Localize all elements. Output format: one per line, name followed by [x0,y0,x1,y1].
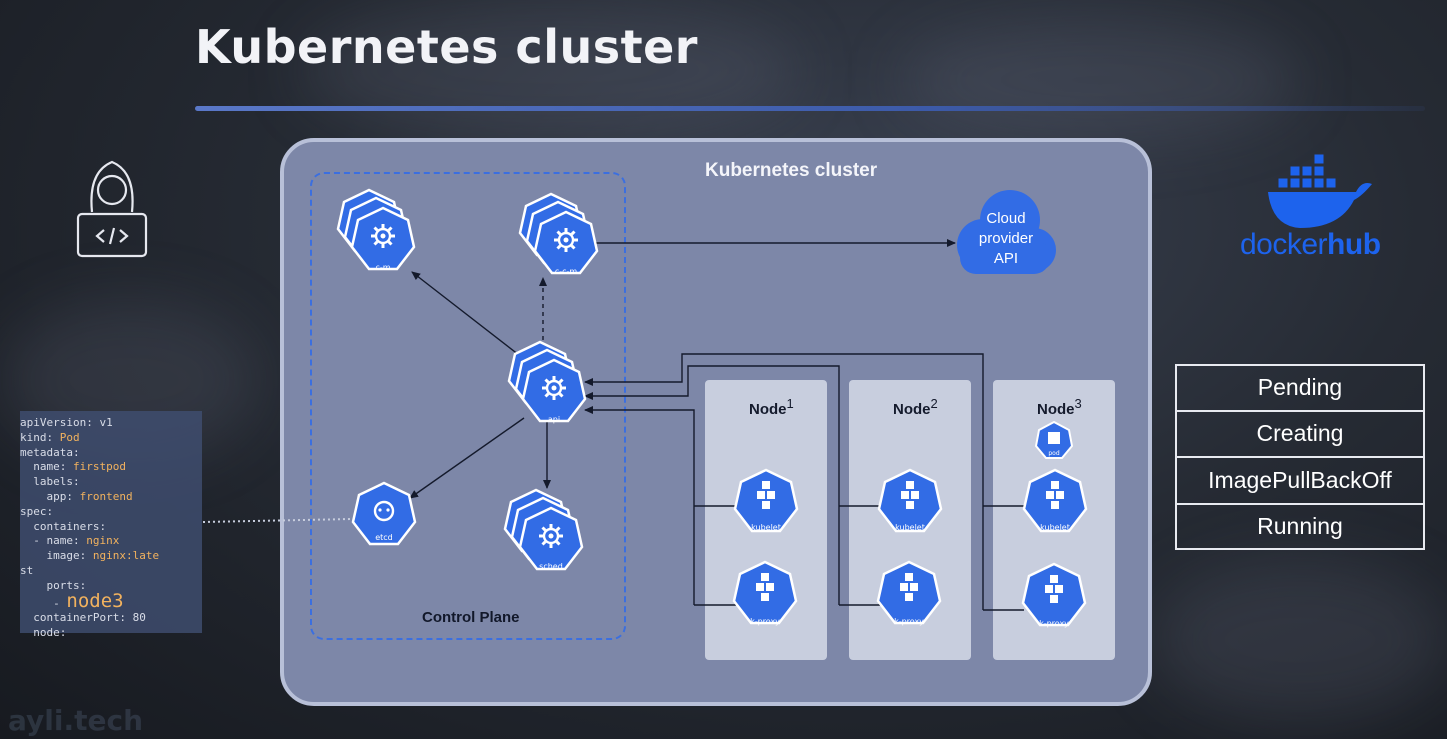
kproxy-icon-node1: k-proxy [732,560,798,626]
title-divider [195,106,1425,111]
yaml-panel [20,411,202,633]
cloud-provider-label: Cloud provider API [978,210,1034,267]
watermark: ayli.tech [8,704,144,737]
svg-text:etcd: etcd [375,533,393,542]
svg-text:c-m: c-m [375,263,390,272]
control-plane-box [310,172,626,640]
status-item-creating: Creating [1175,410,1425,457]
svg-text:sched: sched [539,562,563,571]
docker-whale-icon [1268,153,1372,228]
cluster-title: Kubernetes cluster [705,160,878,181]
svg-text:api: api [548,415,560,424]
status-item-running: Running [1175,503,1425,550]
kubelet-icon-node3: kubelet [1022,468,1088,533]
node-label-1: Node1 [749,396,794,418]
etcd-icon: etcd [351,481,417,546]
svg-text:c-c-m: c-c-m [555,267,578,276]
dockerhub-logo-text: dockerhub [1240,228,1381,261]
arrow-api-to-cm [411,271,529,363]
connector-node1-to-api [584,406,695,605]
control-plane-label: Control Plane [422,609,520,626]
status-item-pending: Pending [1175,364,1425,411]
background-cloud [300,0,800,140]
status-item-imagepullbackoff: ImagePullBackOff [1175,457,1425,504]
svg-text:k-proxy: k-proxy [894,617,924,626]
node-label-3: Node3 [1037,396,1082,418]
kproxy-icon-node2: k-proxy [876,560,942,626]
background-cloud [1150,560,1447,720]
api-server-icon: api [507,340,587,424]
background-cloud [900,20,1300,140]
svg-text:k-proxy: k-proxy [750,617,780,626]
yaml-to-etcd-connector [202,518,353,523]
cloud-provider-icon [957,190,1056,274]
pod-status-list: Pending Creating ImagePullBackOff Runnin… [1175,364,1425,550]
kproxy-icon-node3: k-proxy [1021,562,1087,628]
connector-node2-to-api [584,365,840,605]
pod-yaml-code: apiVersion: v1 kind: Pod metadata: name:… [20,416,160,640]
svg-text:k-proxy: k-proxy [1039,619,1069,628]
arrow-api-to-etcd [409,417,525,499]
connector-node3-to-api [584,353,984,610]
node-label-2: Node2 [893,396,938,418]
kubelet-icon-node1: kubelet [733,468,799,533]
cloud-controller-manager-icon: c-c-m [518,192,599,276]
svg-text:pod: pod [1048,450,1059,457]
controller-manager-icon: c-m [336,188,416,272]
svg-text:kubelet: kubelet [751,523,781,532]
scheduler-icon: sched [503,488,584,571]
svg-text:kubelet: kubelet [1040,523,1070,532]
kubelet-icon-node2: kubelet [877,468,943,533]
developer-icon [76,160,148,258]
page-title: Kubernetes cluster [195,20,698,74]
pod-icon-node3: pod [1034,420,1074,459]
svg-text:kubelet: kubelet [895,523,925,532]
